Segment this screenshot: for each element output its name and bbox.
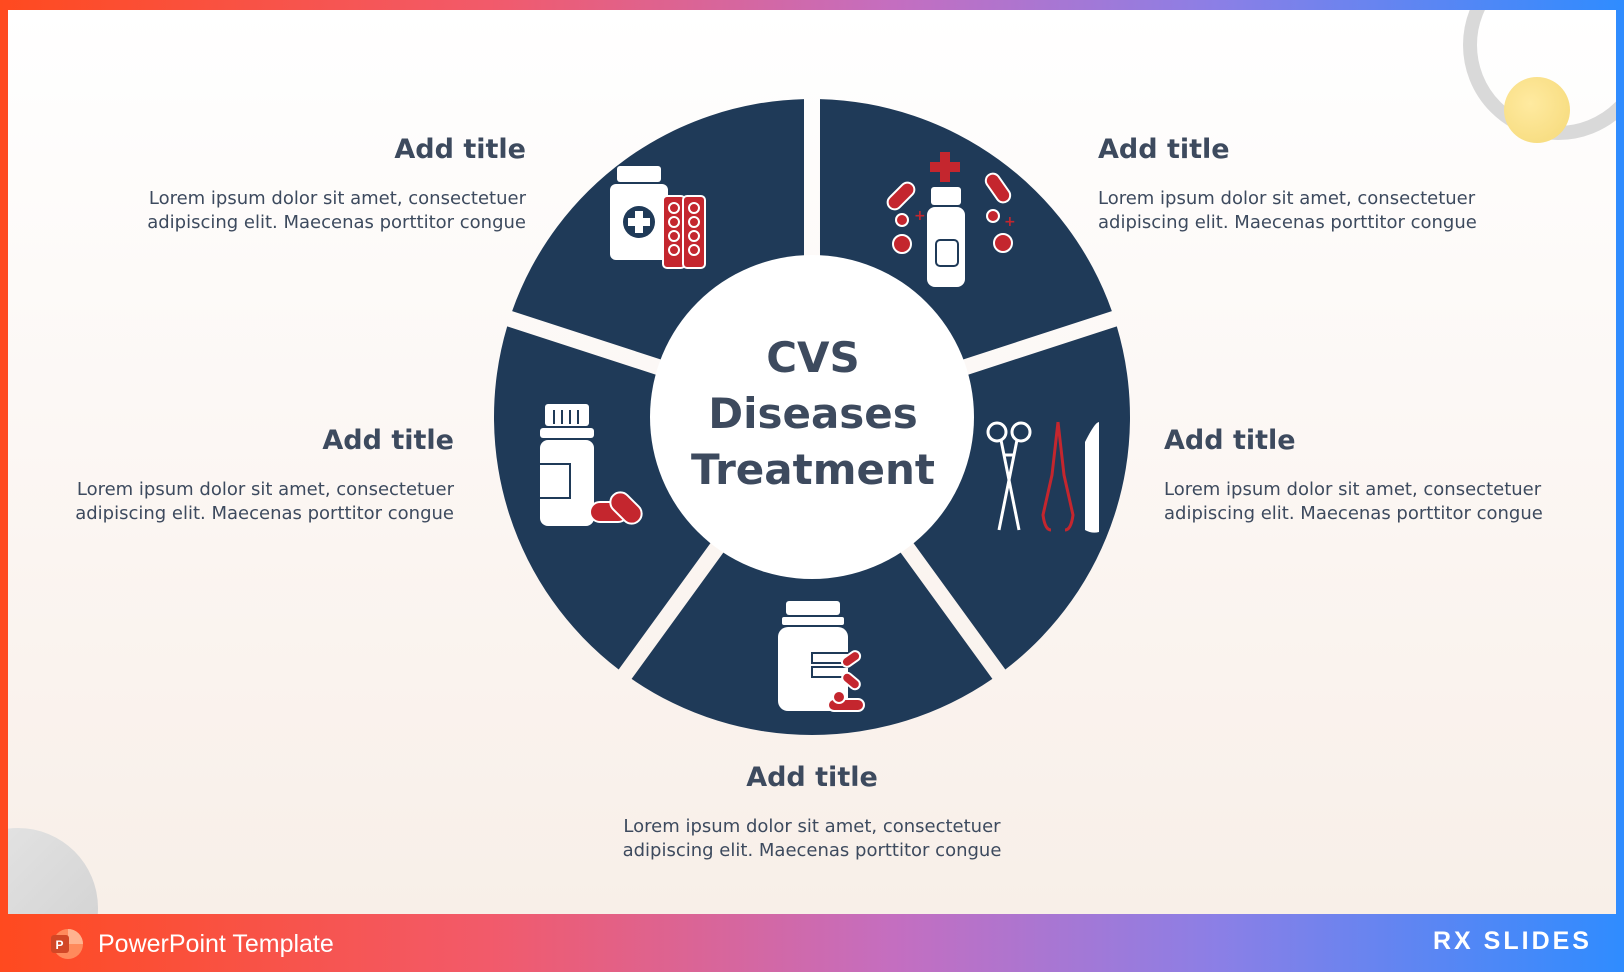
center-circle (650, 255, 974, 579)
brand-logo: RX SLIDES (1433, 927, 1592, 955)
svg-text:P: P (56, 938, 64, 952)
segment-text-right: Add title Lorem ipsum dolor sit amet, co… (1164, 425, 1554, 526)
pill-jar-icon (778, 601, 865, 712)
svg-text:+: + (1004, 214, 1016, 230)
segment-text-upper-right: Add title Lorem ipsum dolor sit amet, co… (1098, 134, 1488, 235)
ring-segment-upper-right (819, 99, 1112, 364)
segment-text-bottom: Add title Lorem ipsum dolor sit amet, co… (617, 762, 1007, 863)
segment-title: Add title (1164, 425, 1296, 456)
center-title-line: Treatment (691, 445, 935, 494)
segment-text-upper-left: Add title Lorem ipsum dolor sit amet, co… (120, 134, 526, 235)
segment-description: Lorem ipsum dolor sit amet, consectetuer… (75, 479, 454, 524)
footer-template-label: PowerPoint Template (98, 929, 334, 958)
segment-title: Add title (746, 762, 878, 793)
decorative-circle (1504, 77, 1570, 143)
footer-template-label-group: P PowerPoint Template (48, 926, 334, 962)
segment-title: Add title (394, 134, 526, 165)
segment-description: Lorem ipsum dolor sit amet, consectetuer… (622, 816, 1002, 861)
center-title-line: CVS (766, 333, 860, 382)
segment-description: Lorem ipsum dolor sit amet, consectetuer… (1164, 479, 1543, 524)
svg-text:+: + (914, 208, 926, 224)
medicine-bottle-pill-pack-icon (610, 166, 706, 269)
segment-title: Add title (322, 425, 454, 456)
center-title: CVS Diseases Treatment (683, 330, 943, 498)
medicine-bottle-pills-icon (537, 404, 643, 526)
segment-text-left: Add title Lorem ipsum dolor sit amet, co… (60, 425, 454, 526)
center-title-line: Diseases (708, 389, 918, 438)
medicine-bottle-capsules-icon: + + (886, 152, 1016, 287)
segment-description: Lorem ipsum dolor sit amet, consectetuer… (147, 188, 526, 233)
segment-description: Lorem ipsum dolor sit amet, consectetuer… (1098, 188, 1477, 233)
powerpoint-icon: P (51, 929, 83, 959)
surgical-tools-icon (986, 421, 1099, 533)
segment-title: Add title (1098, 134, 1230, 165)
